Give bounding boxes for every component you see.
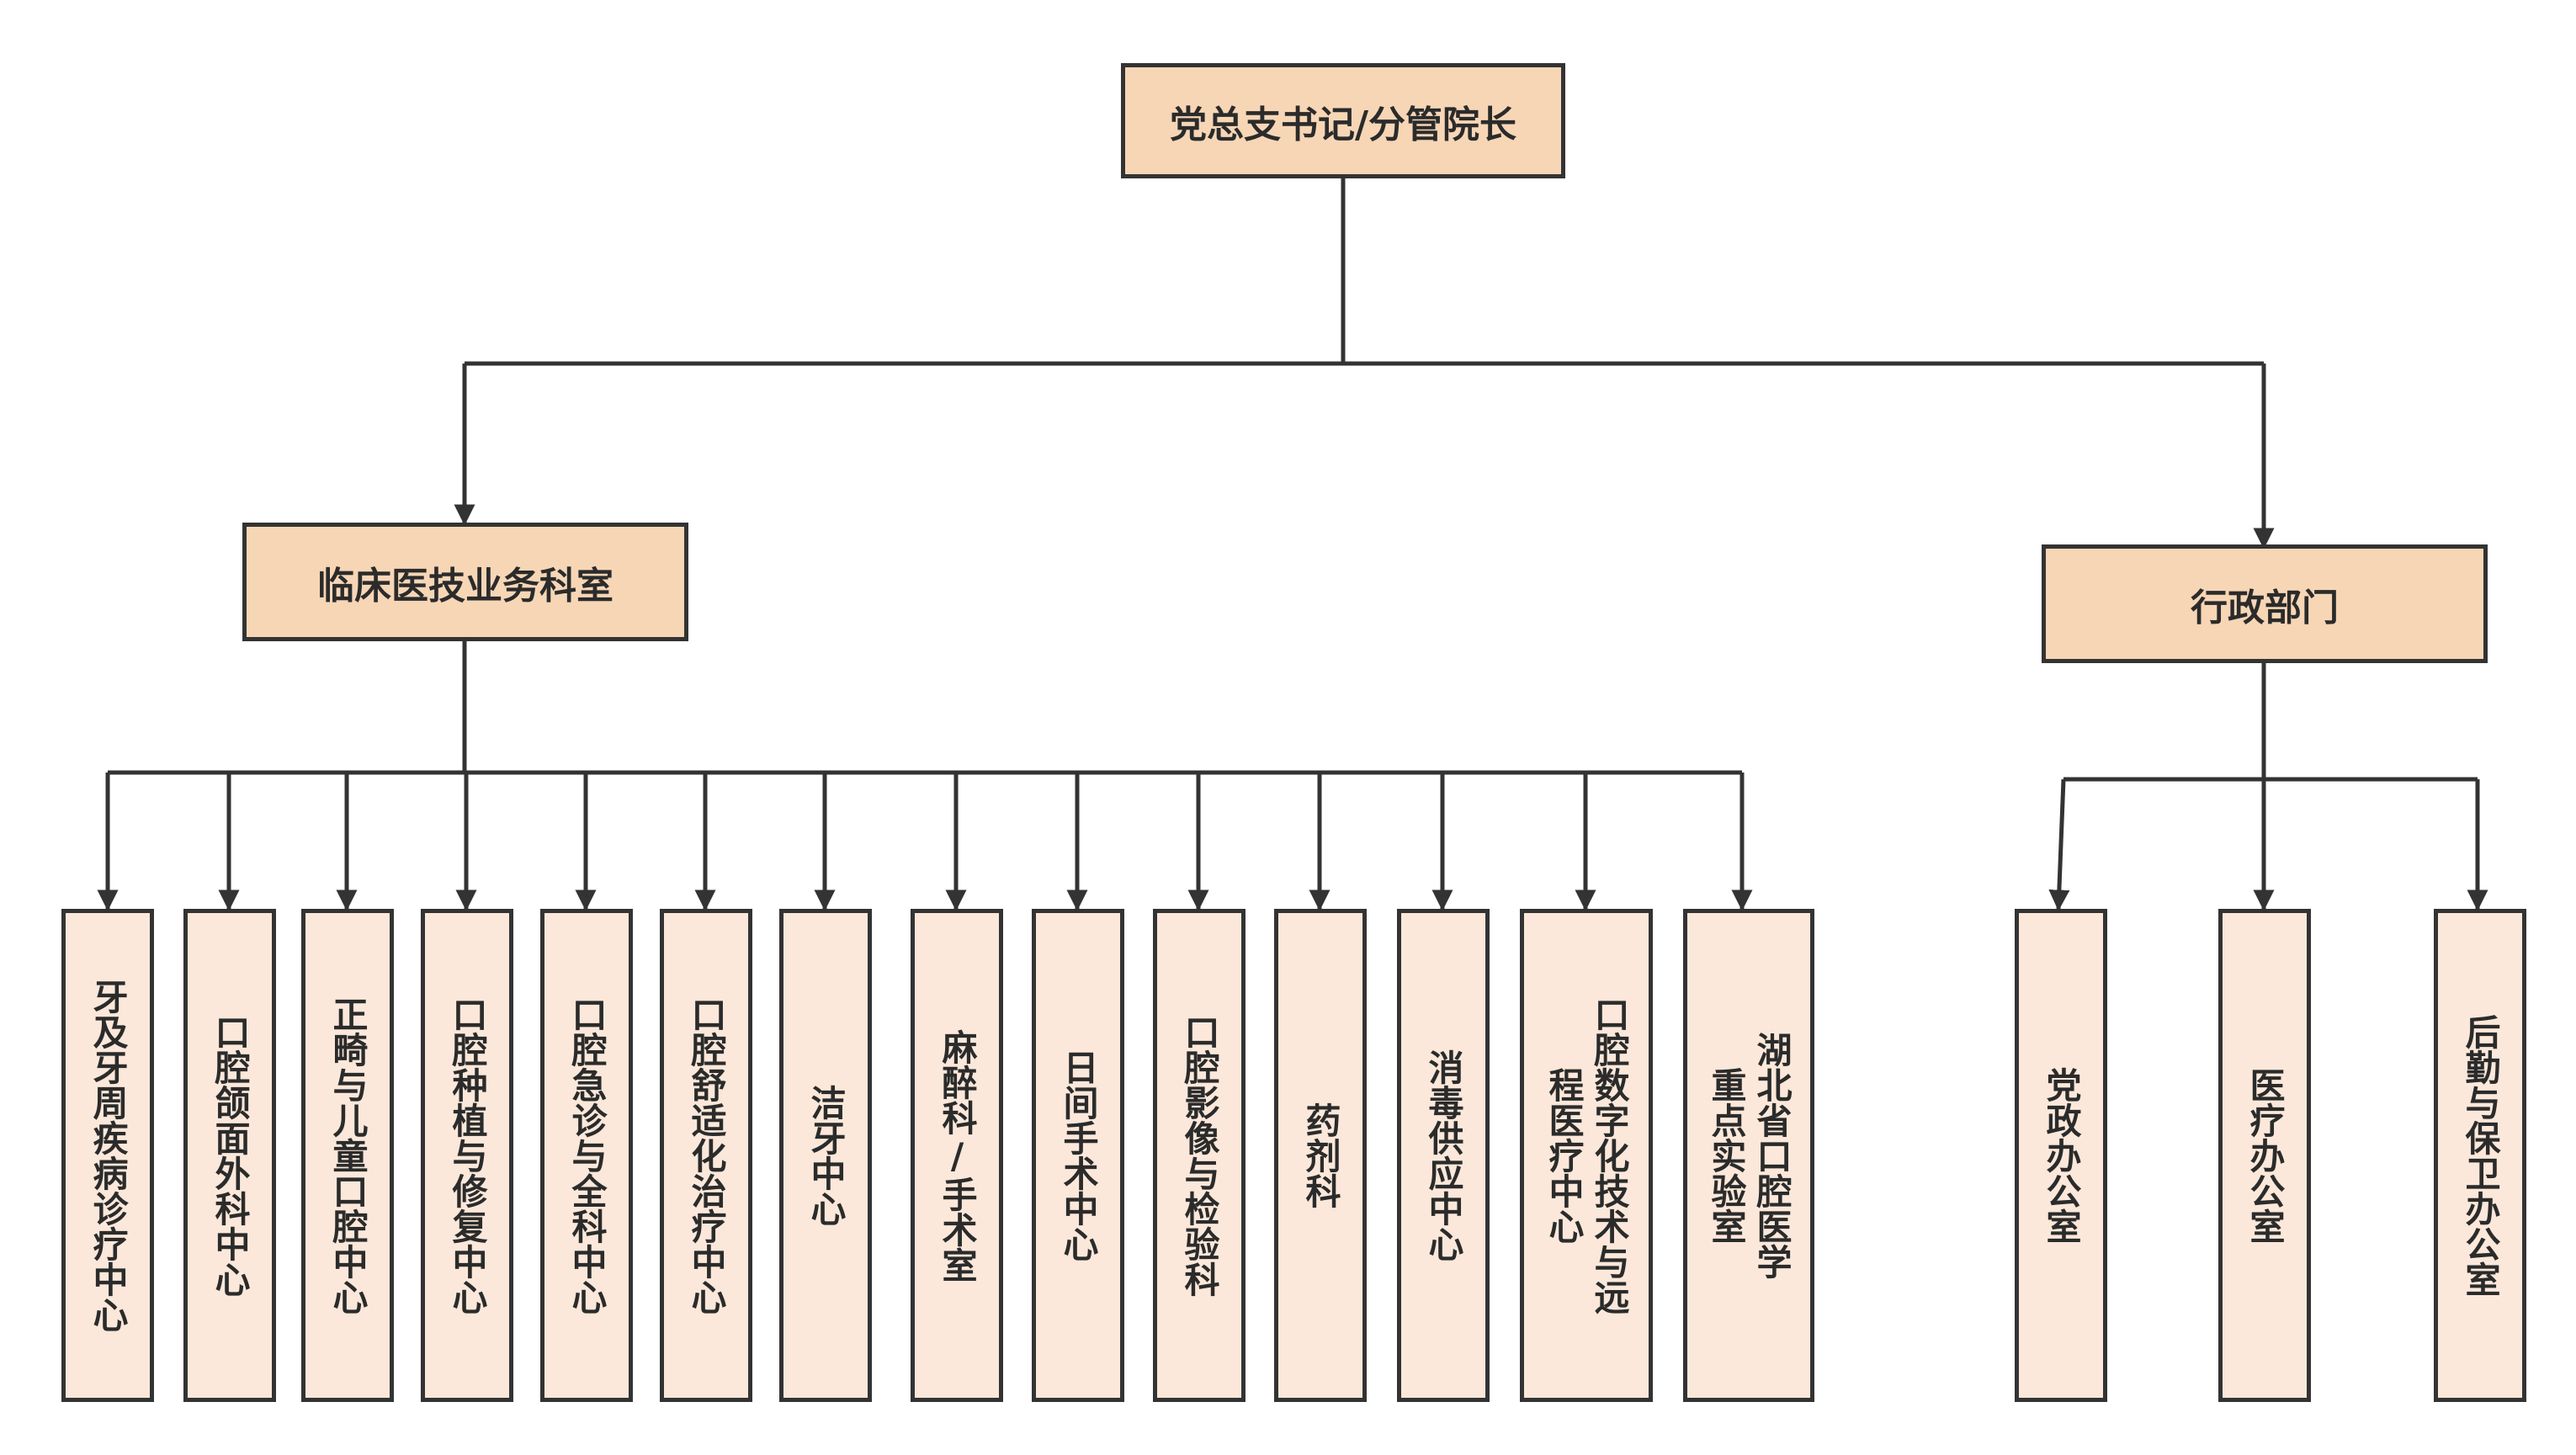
dept-label-6: 口腔舒适化治疗中心 [686,996,727,1314]
dept-label-11: 药剂科 [1300,1102,1341,1208]
dept-label-5: 口腔急诊与全科中心 [566,996,608,1314]
dept-node-2: 口腔颌面外科中心 [183,909,276,1402]
admin-dept-label-1: 党政办公室 [2041,1067,2082,1244]
admin-node: 行政部门 [2042,544,2488,663]
admin-dept-node-2: 医疗办公室 [2218,909,2311,1402]
dept-label-8: 麻醉科/手术室 [937,1028,978,1282]
dept-node-11: 药剂科 [1274,909,1367,1402]
admin-dept-node-3: 后勤与保卫办公室 [2434,909,2526,1402]
dept-label-9: 日间手术中心 [1058,1049,1099,1261]
dept-label-7: 洁牙中心 [805,1085,847,1226]
dept-label-10: 口腔影像与检验科 [1179,1014,1220,1297]
admin-node-label: 行政部门 [2191,586,2339,629]
dept-label-12: 消毒供应中心 [1423,1049,1464,1261]
root-node-label: 党总支书记/分管院长 [1169,103,1517,146]
dept-node-10: 口腔影像与检验科 [1153,909,1246,1402]
dept-node-3: 正畸与儿童口腔中心 [301,909,394,1402]
admin-dept-label-3: 后勤与保卫办公室 [2460,1014,2501,1297]
dept-node-14: 湖北省口腔医学重点实验室 [1683,909,1814,1402]
dept-node-8: 麻醉科/手术室 [911,909,1003,1402]
dept-label-4: 口腔种植与修复中心 [447,996,488,1314]
dept-label-1: 牙及牙周疾病诊疗中心 [88,979,129,1332]
root-node: 党总支书记/分管院长 [1121,63,1565,178]
admin-dept-label-2: 医疗办公室 [2244,1067,2286,1244]
dept-label-3: 正畸与儿童口腔中心 [327,996,369,1314]
admin-dept-node-1: 党政办公室 [2015,909,2107,1402]
dept-label-2: 口腔颌面外科中心 [210,1014,251,1297]
arrow-admin-1 [2048,778,2070,911]
dept-label-14: 湖北省口腔医学重点实验室 [1706,1032,1793,1279]
dept-node-6: 口腔舒适化治疗中心 [660,909,752,1402]
clinical-node: 临床医技业务科室 [242,523,688,641]
dept-node-1: 牙及牙周疾病诊疗中心 [61,909,154,1402]
dept-node-4: 口腔种植与修复中心 [421,909,513,1402]
dept-node-9: 日间手术中心 [1032,909,1124,1402]
clinical-node-label: 临床医技业务科室 [317,564,613,608]
dept-node-12: 消毒供应中心 [1397,909,1490,1402]
dept-node-5: 口腔急诊与全科中心 [540,909,633,1402]
dept-node-13: 口腔数字化技术与远程医疗中心 [1520,909,1653,1402]
dept-node-7: 洁牙中心 [779,909,872,1402]
dept-label-13: 口腔数字化技术与远程医疗中心 [1543,996,1630,1314]
